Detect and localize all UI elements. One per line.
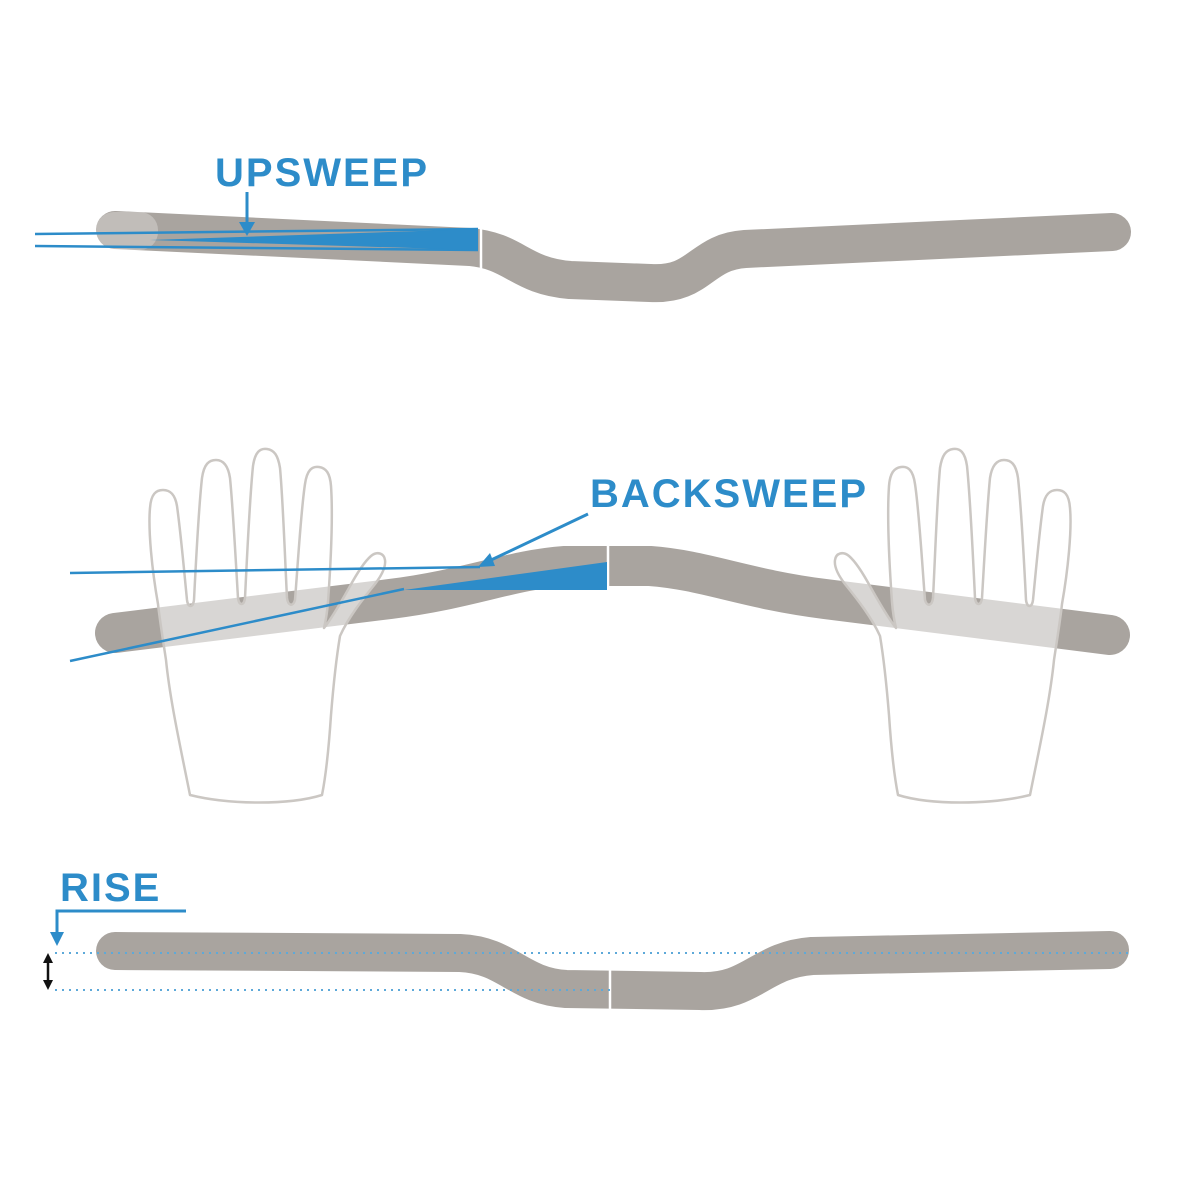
- backsweep-axis-line: [69, 587, 405, 663]
- upsweep-angle-wedge: [150, 229, 478, 250]
- bar-end-ghost: [96, 212, 158, 250]
- upsweep-label: UPSWEEP: [215, 151, 429, 195]
- backsweep-angle-wedge: [404, 562, 607, 590]
- rise-measure-arrowhead-down-icon: [43, 980, 53, 990]
- rise-diagram: RISE: [43, 866, 1130, 1011]
- rise-leader-line: [55, 909, 186, 934]
- upsweep-diagram: UPSWEEP: [34, 151, 1131, 303]
- rise-label: RISE: [60, 866, 161, 910]
- rise-measure-arrowhead-up-icon: [43, 953, 53, 963]
- upsweep-axis-line: [34, 227, 479, 236]
- upsweep-arrowhead-icon: [239, 222, 255, 236]
- backsweep-arrowhead-icon: [478, 553, 495, 567]
- rise-arrowhead-icon: [50, 932, 64, 946]
- backsweep-diagram: BACKSWEEP: [69, 447, 1130, 804]
- backsweep-label: BACKSWEEP: [590, 472, 868, 516]
- right-hand-outline: [833, 447, 1072, 804]
- left-hand-outline: [148, 447, 387, 804]
- handlebar-front-view: [96, 211, 1131, 303]
- upsweep-reference-line: [34, 244, 479, 252]
- backsweep-leader-line: [488, 512, 589, 563]
- backsweep-reference-line: [69, 565, 481, 575]
- handlebar-rise-view: [96, 931, 1129, 1011]
